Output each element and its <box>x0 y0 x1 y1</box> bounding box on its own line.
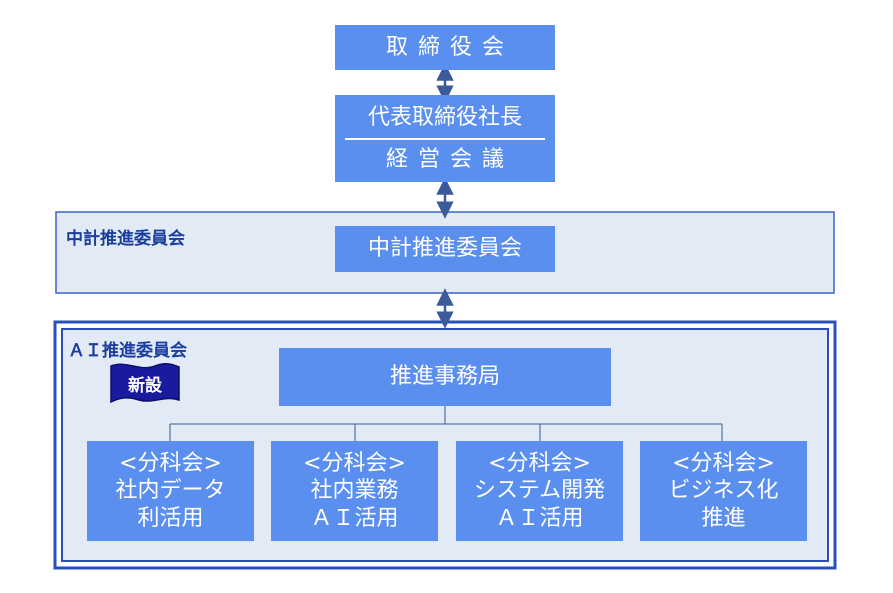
secretariat-label: 推進事務局 <box>389 364 500 390</box>
management-label: 経営会議 <box>385 146 514 172</box>
subcommittee-2-line-1: 社内業務 <box>310 478 399 504</box>
mid-term-panel-label: 中計推進委員会 <box>66 229 185 249</box>
subcommittee-4: <分科会> ビジネス化 推進 <box>640 441 807 541</box>
subcommittee-4-line-1: ビジネス化 <box>668 478 779 504</box>
mid-term-box: 中計推進委員会 <box>335 226 555 272</box>
subcommittee-2-line-2: ＡＩ活用 <box>310 505 399 531</box>
ai-panel-label: ＡＩ推進委員会 <box>68 341 187 361</box>
board-label: 取締役会 <box>385 34 514 60</box>
subcommittee-2: <分科会> 社内業務 ＡＩ活用 <box>271 441 438 541</box>
subcommittee-1: <分科会> 社内データ 利活用 <box>87 441 254 541</box>
subcommittee-4-title: <分科会> <box>672 450 775 476</box>
president-management-box: 代表取締役社長 経営会議 <box>335 95 555 182</box>
subcommittee-3-title: <分科会> <box>488 450 591 476</box>
subcommittee-1-title: <分科会> <box>119 450 222 476</box>
subcommittee-1-line-2: 利活用 <box>137 505 204 531</box>
president-label: 代表取締役社長 <box>367 104 522 130</box>
secretariat-box: 推進事務局 <box>279 348 611 406</box>
subcommittee-1-line-1: 社内データ <box>115 478 226 504</box>
subcommittee-4-line-2: 推進 <box>701 505 746 531</box>
new-badge-label: 新設 <box>128 375 162 396</box>
tree-connectors <box>169 406 723 441</box>
subcommittee-3-line-2: ＡＩ活用 <box>495 505 584 531</box>
subcommittee-3-line-1: システム開発 <box>473 478 606 504</box>
new-badge-flag <box>110 363 180 404</box>
president-divider <box>345 137 545 140</box>
mid-term-box-label: 中計推進委員会 <box>367 236 522 262</box>
subcommittee-3: <分科会> システム開発 ＡＩ活用 <box>456 441 623 541</box>
board-box: 取締役会 <box>335 25 555 70</box>
subcommittee-2-title: <分科会> <box>303 450 406 476</box>
